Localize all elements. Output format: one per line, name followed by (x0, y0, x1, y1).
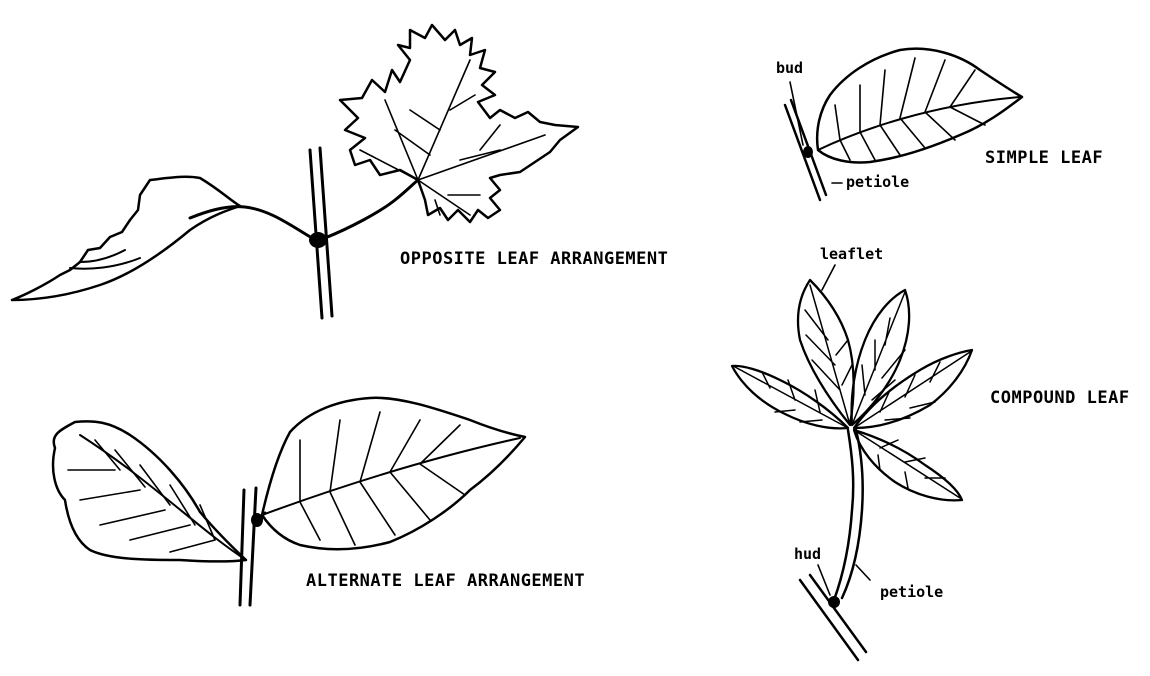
compound-leaf-label: COMPOUND LEAF (990, 390, 1130, 407)
opposite-maple-leaf (340, 25, 578, 222)
opposite-arrangement-label: OPPOSITE LEAF ARRANGEMENT (400, 251, 668, 268)
opposite-node (309, 232, 327, 248)
compound-leaflet-leader (822, 265, 835, 290)
alternate-arrangement-label: ALTERNATE LEAF ARRANGEMENT (306, 573, 585, 590)
compound-leaflet-1 (798, 280, 853, 425)
opposite-left-leaf (12, 177, 240, 300)
simple-leaf-midrib (818, 97, 1020, 150)
compound-petiole-label: petiole (880, 585, 943, 600)
alternate-left-leaf-veins (68, 440, 215, 552)
alternate-left-leaf-midrib (80, 435, 246, 560)
alternate-left-leaf (53, 421, 246, 561)
opposite-arrangement-illustration (12, 25, 578, 318)
simple-petiole-label: petiole (846, 175, 909, 190)
compound-petiole-leader (856, 565, 870, 580)
alternate-stem (240, 490, 244, 605)
simple-twig (785, 105, 820, 200)
leaflet-label: leaflet (820, 247, 883, 262)
compound-leaflet-2-veins (852, 292, 905, 425)
opposite-left-petiole (190, 207, 312, 238)
simple-bud (803, 146, 813, 158)
simple-leaf-veins (835, 58, 985, 160)
simple-bud-label: bud (776, 61, 803, 76)
alternate-right-leaf (262, 398, 525, 549)
compound-bud-label: hud (794, 547, 821, 562)
alternate-right-leaf-veins (300, 412, 465, 545)
compound-leaflet-1-veins (805, 285, 852, 425)
compound-leaflet-3-veins (854, 352, 970, 428)
alternate-stem-inner (250, 488, 256, 605)
simple-leaf-label: SIMPLE LEAF (985, 150, 1103, 167)
opposite-right-petiole (325, 180, 418, 238)
opposite-stem-inner (320, 148, 332, 316)
simple-leaf-blade (817, 49, 1022, 163)
